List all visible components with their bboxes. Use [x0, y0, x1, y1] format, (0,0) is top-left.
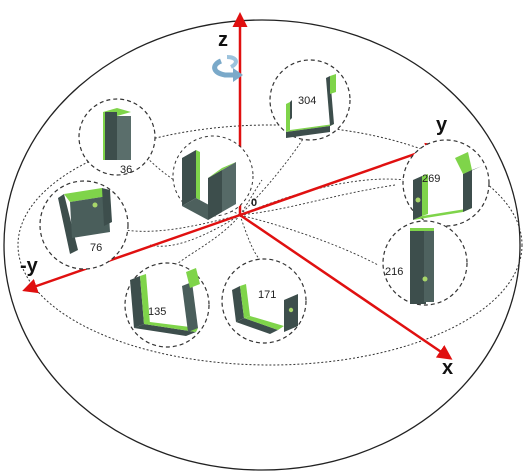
neg-y-axis-label: -y	[20, 255, 39, 277]
orientation-bubble-76: 76	[39, 180, 129, 270]
neg-y-axis	[22, 213, 241, 294]
orientation-label-171: 171	[258, 289, 276, 301]
orientation-bubble-304: 304	[269, 59, 351, 141]
z-axis-label: z	[218, 29, 228, 51]
orientation-label-304: 304	[298, 95, 316, 107]
orientation-bubble-216: 216	[382, 220, 468, 306]
channel-bracket-rotated-icon	[413, 152, 482, 220]
x-axis	[239, 213, 453, 360]
channel-bracket-flat-icon	[232, 284, 298, 334]
channel-bracket-central-icon	[182, 150, 236, 220]
orientation-label-135: 135	[148, 306, 166, 318]
orientation-bubble-135: 135	[124, 262, 210, 348]
orientation-bubble-36: 36	[78, 98, 156, 176]
channel-bracket-tilted-icon	[58, 188, 112, 254]
y-axis-label: y	[436, 114, 448, 136]
y-axis	[239, 142, 441, 217]
channel-bracket-upright-icon	[130, 268, 200, 336]
rotation-arrow-icon	[212, 55, 243, 82]
channel-bracket-open-top-icon	[286, 74, 336, 138]
orientation-label-76: 76	[90, 242, 102, 254]
origin-label: 0	[251, 197, 257, 209]
orientation-bubble-269: 269	[402, 139, 490, 227]
connector-lines	[124, 127, 406, 271]
central-orientation	[172, 135, 254, 220]
channel-bracket-vertical-icon	[410, 228, 434, 304]
orientation-label-216: 216	[385, 266, 403, 278]
orientation-bubble-171: 171	[221, 258, 307, 344]
channel-bracket-end-view-icon	[103, 108, 131, 160]
sphere-outline	[3, 19, 521, 471]
x-axis-label: x	[442, 357, 453, 379]
orientation-label-36: 36	[120, 164, 132, 176]
equator-ellipse	[17, 124, 523, 366]
orientation-label-269: 269	[422, 173, 440, 185]
